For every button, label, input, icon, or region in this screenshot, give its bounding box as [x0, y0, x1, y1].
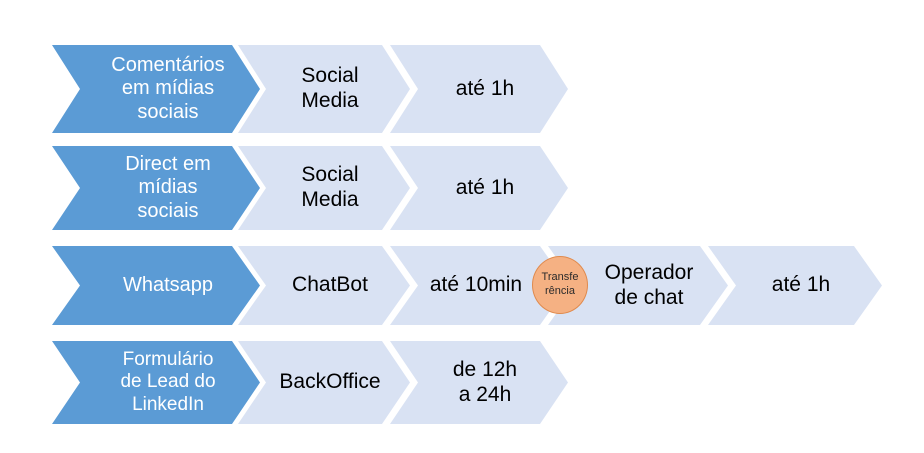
- chevron-label: até 1h: [771, 273, 831, 297]
- chevron-label: até 1h: [455, 76, 515, 100]
- transfer-badge-label: Transfe rência: [541, 271, 579, 297]
- chevron-label: de 12h a 24h: [452, 357, 518, 406]
- chevron-label: Social Media: [301, 163, 359, 211]
- chevron-label: ChatBot: [292, 273, 368, 297]
- chevron-label: Comentários em mídias sociais: [111, 53, 225, 123]
- chevron-label: Formulário de Lead do LinkedIn: [120, 348, 216, 415]
- chevron-label: Operador de chat: [604, 260, 694, 309]
- chevron-channel-social-media-2[interactable]: Social Media: [238, 146, 410, 230]
- chevron-label: até 1h: [455, 175, 515, 199]
- chevron-label: Social Media: [301, 64, 359, 112]
- chevron-label: BackOffice: [279, 370, 381, 394]
- flow-row-comentarios: Comentários em mídias sociais Social Med…: [0, 45, 924, 133]
- flow-row-whatsapp: Whatsapp ChatBot até 10min Operador de c…: [0, 246, 924, 325]
- transfer-badge[interactable]: Transfe rência: [532, 256, 588, 314]
- chevron-source-whatsapp[interactable]: Whatsapp: [52, 246, 260, 325]
- chevron-source-formulario-linkedin[interactable]: Formulário de Lead do LinkedIn: [52, 341, 260, 424]
- chevron-operador-de-chat[interactable]: Operador de chat: [548, 246, 728, 325]
- chevron-sla-ate-1h-3[interactable]: até 1h: [708, 246, 882, 325]
- chevron-sla-de-12h-a-24h[interactable]: de 12h a 24h: [390, 341, 568, 424]
- flow-row-formulario: Formulário de Lead do LinkedIn BackOffic…: [0, 341, 924, 424]
- chevron-channel-social-media-1[interactable]: Social Media: [238, 45, 410, 133]
- chevron-sla-ate-1h-1[interactable]: até 1h: [390, 45, 568, 133]
- chevron-source-direct[interactable]: Direct em mídias sociais: [52, 146, 260, 230]
- chevron-label: Whatsapp: [122, 273, 214, 296]
- chevron-source-comentarios[interactable]: Comentários em mídias sociais: [52, 45, 260, 133]
- chevron-label: Direct em mídias sociais: [125, 152, 211, 222]
- chevron-label: até 10min: [429, 273, 523, 297]
- chevron-channel-chatbot[interactable]: ChatBot: [238, 246, 410, 325]
- flow-row-direct: Direct em mídias sociais Social Media at…: [0, 146, 924, 230]
- chevron-sla-ate-1h-2[interactable]: até 1h: [390, 146, 568, 230]
- chevron-channel-backoffice[interactable]: BackOffice: [238, 341, 410, 424]
